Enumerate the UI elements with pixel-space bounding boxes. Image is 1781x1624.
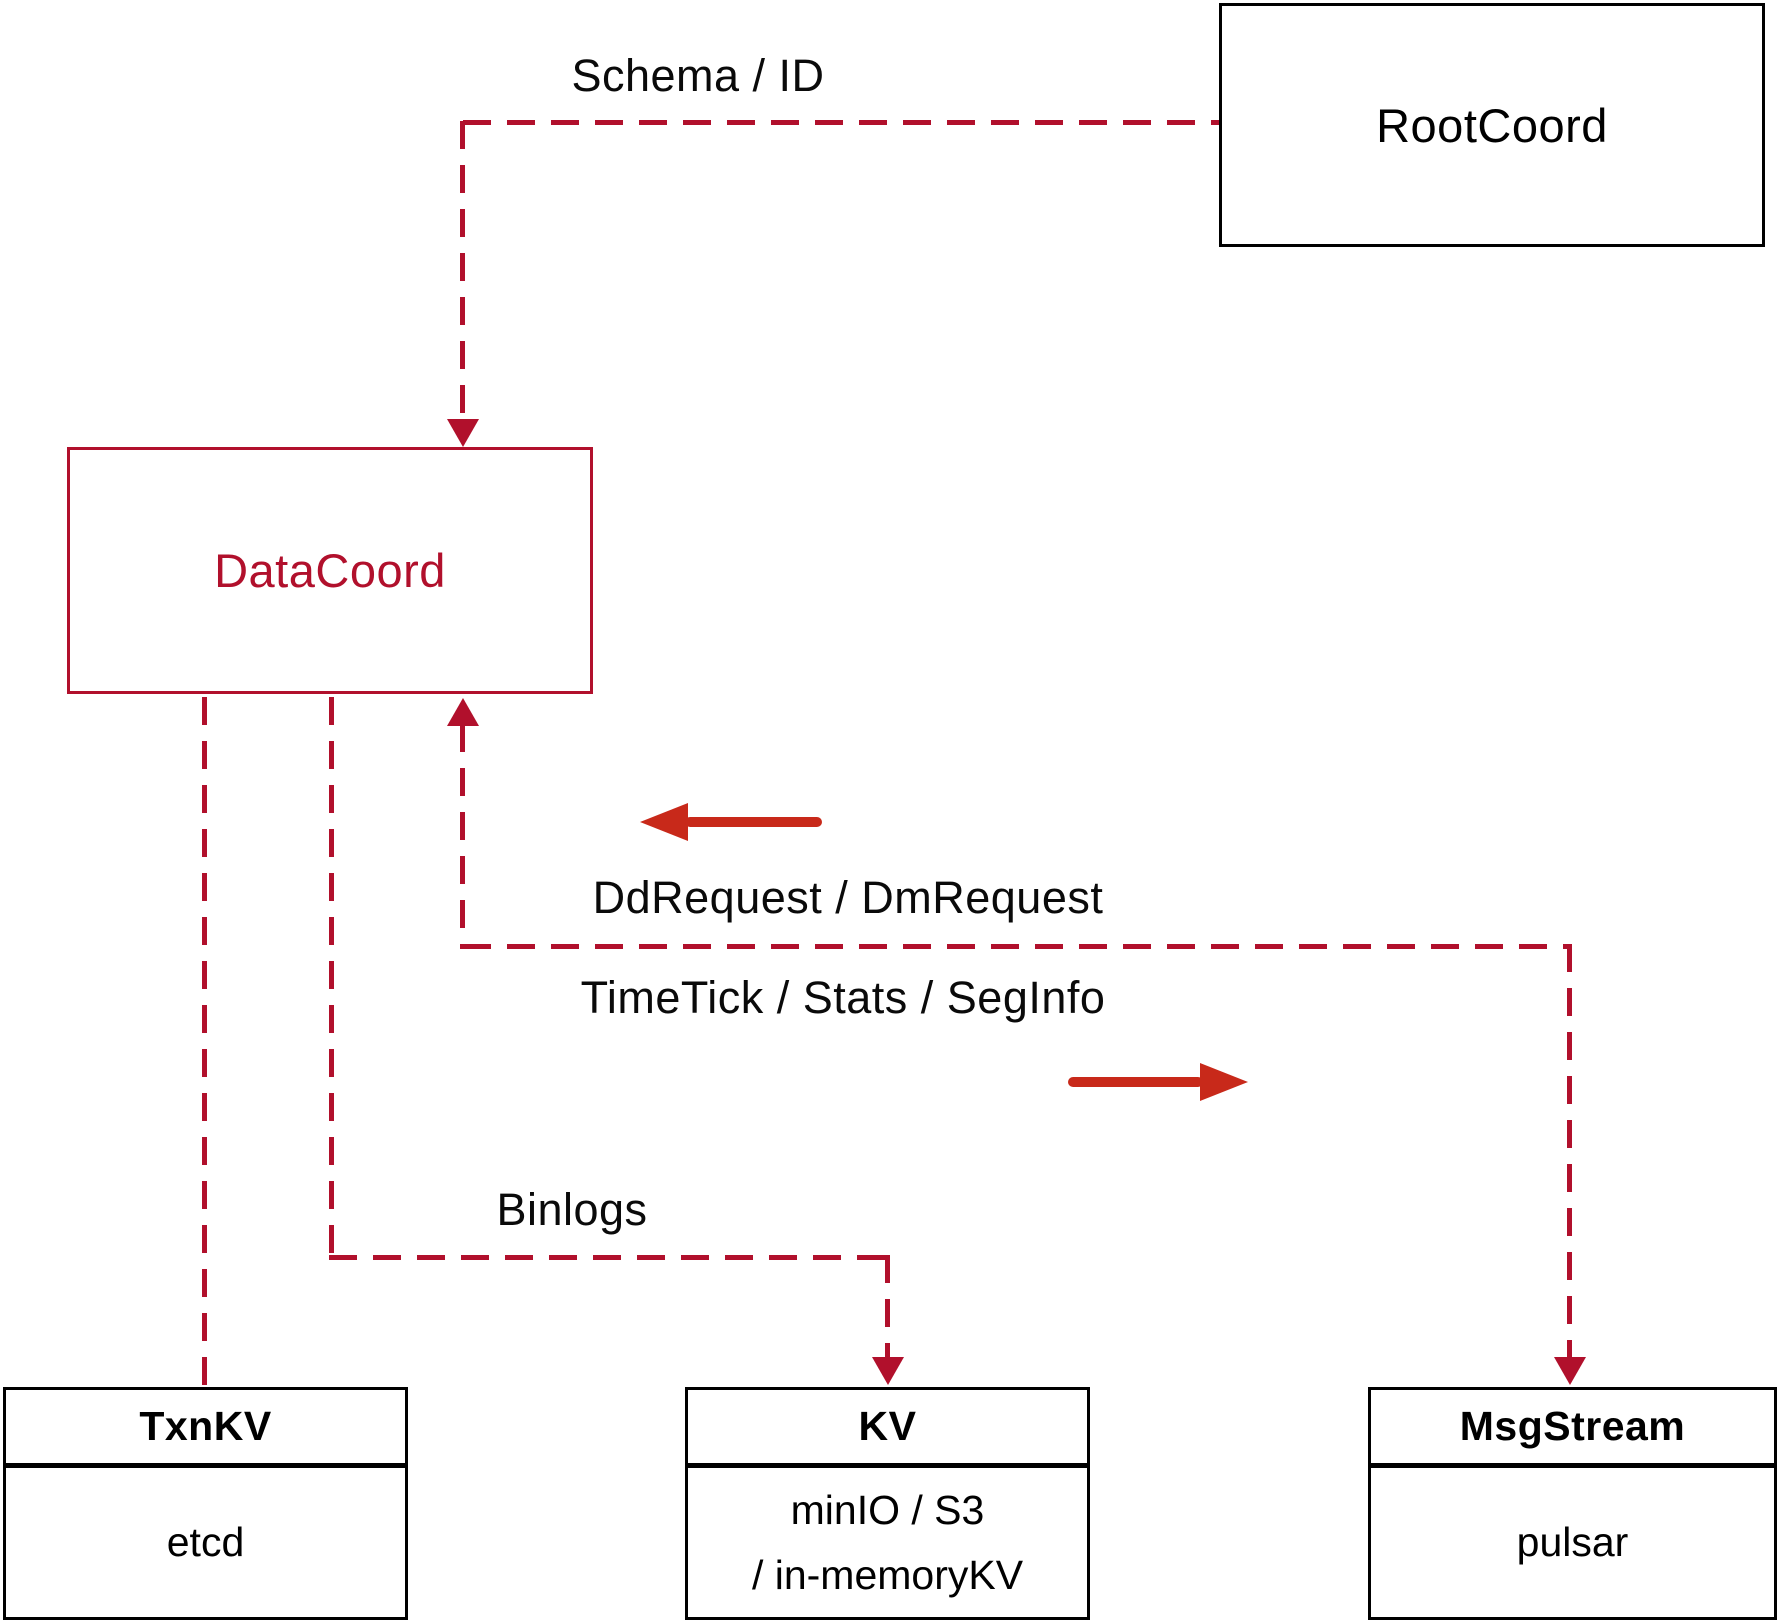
schema-id-edge-vertical <box>460 121 465 421</box>
schema-id-edge-horizontal <box>463 120 1219 125</box>
datacoord-label: DataCoord <box>214 544 446 597</box>
txnkv-body: etcd <box>166 1519 245 1566</box>
binlogs-edge-horizontal <box>329 1255 890 1260</box>
datacoord-node: DataCoord <box>67 447 593 694</box>
request-edge-vertical-left <box>460 724 465 949</box>
timetick-stats-seginfo-label: TimeTick / Stats / SegInfo <box>580 972 1106 1023</box>
arrow-down-icon <box>872 1357 904 1385</box>
arrow-left-shaft <box>685 817 822 827</box>
txnkv-title: TxnKV <box>6 1390 405 1468</box>
binlogs-label: Binlogs <box>496 1184 648 1235</box>
txnkv-edge-vertical <box>202 697 207 1387</box>
request-edge-vertical-right <box>1567 944 1572 1359</box>
binlogs-edge-vertical-1 <box>329 697 334 1258</box>
msgstream-body: pulsar <box>1516 1519 1629 1566</box>
msgstream-title: MsgStream <box>1371 1390 1774 1468</box>
kv-body-line2: / in-memoryKV <box>751 1551 1024 1598</box>
kv-title: KV <box>688 1390 1087 1468</box>
arrow-down-icon <box>447 419 479 447</box>
dd-dm-request-label: DdRequest / DmRequest <box>592 872 1104 923</box>
arrow-up-icon <box>447 698 479 726</box>
binlogs-edge-vertical-2 <box>885 1255 890 1359</box>
kv-node: KV minIO / S3 / in-memoryKV <box>685 1387 1090 1620</box>
arrow-left-icon <box>640 803 688 841</box>
request-edge-horizontal <box>463 944 1570 949</box>
arrow-right-icon <box>1200 1063 1248 1101</box>
msgstream-node: MsgStream pulsar <box>1368 1387 1777 1620</box>
schema-id-label: Schema / ID <box>571 50 825 101</box>
arrow-down-icon <box>1554 1357 1586 1385</box>
arrow-right-shaft <box>1068 1077 1203 1087</box>
kv-body-line1: minIO / S3 <box>790 1486 985 1533</box>
rootcoord-label: RootCoord <box>1376 98 1608 152</box>
rootcoord-node: RootCoord <box>1219 3 1765 247</box>
txnkv-node: TxnKV etcd <box>3 1387 408 1620</box>
